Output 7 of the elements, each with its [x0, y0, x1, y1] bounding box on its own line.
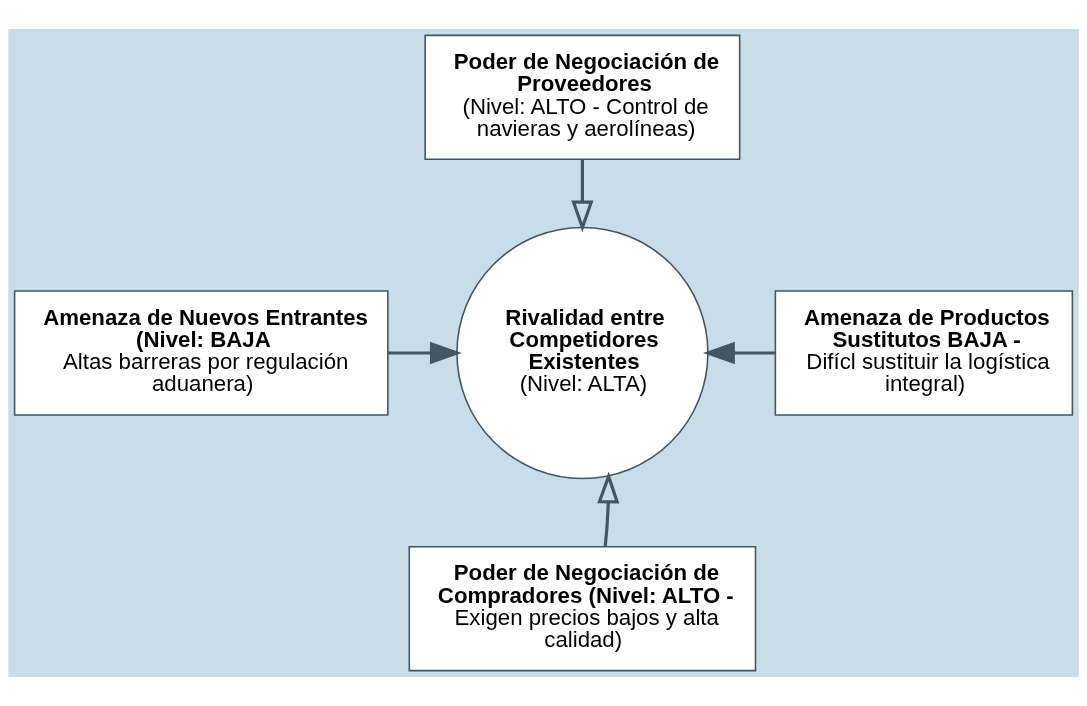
- arrow: [597, 471, 620, 547]
- node-box: Poder de Negociación de Compradores (Nivel: ALTO - Exigen precios bajos y alta calidad): [408, 545, 757, 672]
- node-circle: Rivalidad entre Competidores Existentes (Nivel: ALTA): [456, 226, 709, 480]
- arrow: [571, 159, 594, 233]
- node-box: Poder de Negociación de Proveedores (Nivel: ALTO - Control de navieras y aerolíneas): [424, 34, 741, 161]
- node-box: Amenaza de Productos Sustitutos BAJA - Difícl sustituir la logística integral): [774, 290, 1074, 416]
- node-box: Amenaza de Nuevos Entrantes (Nivel: BAJA Altas barreras por regulación aduanera): [13, 290, 389, 416]
